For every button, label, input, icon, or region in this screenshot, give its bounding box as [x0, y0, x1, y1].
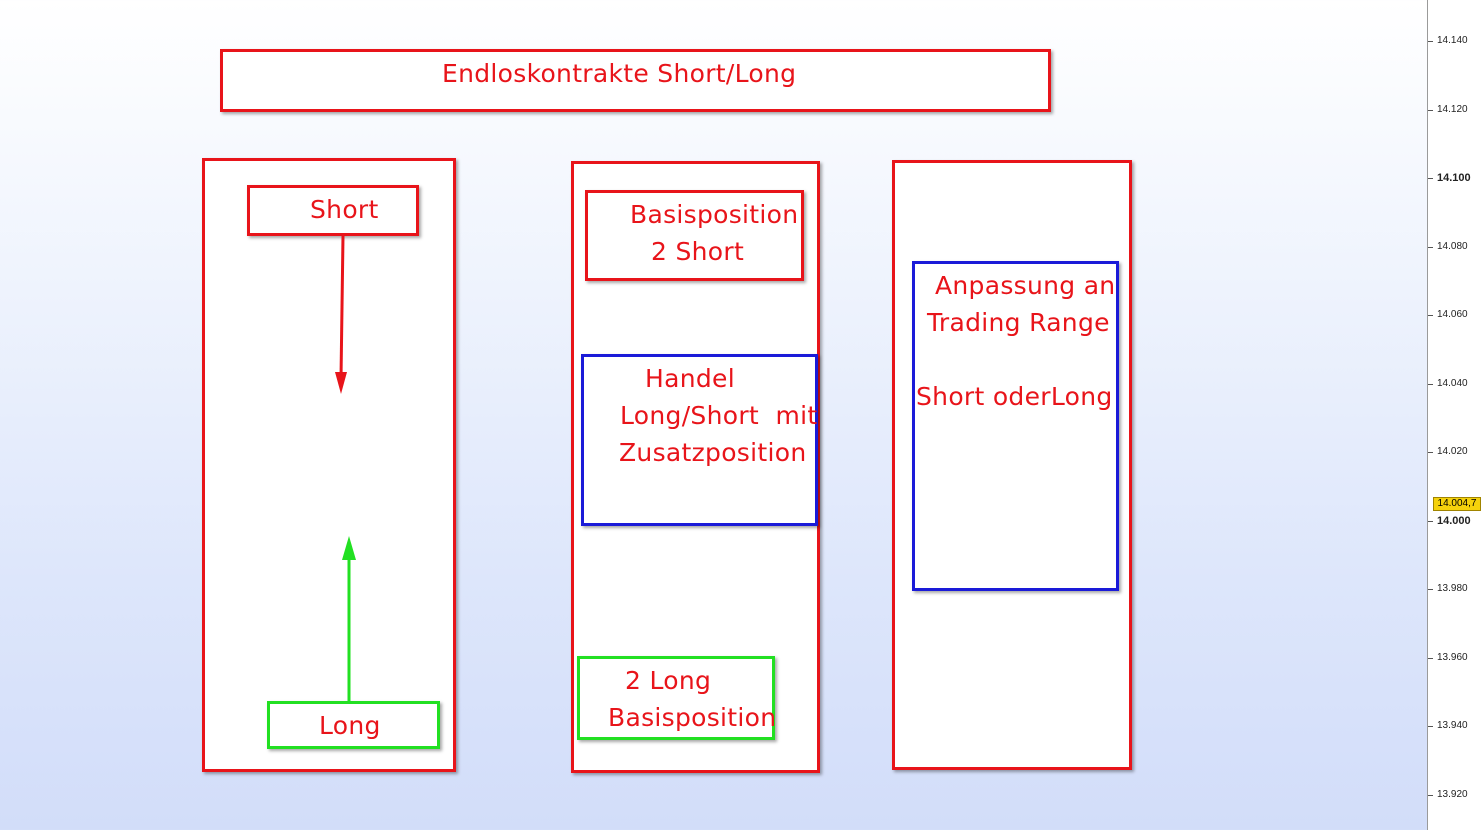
- range-line3: Short oderLong: [916, 382, 1113, 411]
- price-tick-mark: [1428, 384, 1433, 385]
- left-column-box: [202, 158, 456, 772]
- trade-line2: Long/Short mit: [620, 401, 818, 430]
- price-tick-label: 14.080: [1437, 241, 1468, 252]
- base-short-box: [585, 190, 804, 281]
- range-line1: Anpassung an: [935, 271, 1116, 300]
- price-tick-mark: [1428, 795, 1433, 796]
- price-tick-label: 13.960: [1437, 652, 1468, 663]
- trade-line3: Zusatzposition: [619, 438, 807, 467]
- price-tick-mark: [1428, 589, 1433, 590]
- price-tick-mark: [1428, 452, 1433, 453]
- price-tick-label: 13.980: [1437, 583, 1468, 594]
- price-tick-mark: [1428, 41, 1433, 42]
- price-tick-mark: [1428, 658, 1433, 659]
- range-box: [912, 261, 1119, 591]
- price-tick-mark: [1428, 726, 1433, 727]
- trade-box: [581, 354, 818, 526]
- price-tick-label: 14.060: [1437, 309, 1468, 320]
- current-price-badge: 14.004,7: [1433, 497, 1481, 511]
- base-long-line2: Basisposition: [608, 703, 777, 732]
- base-long-line1: 2 Long: [625, 666, 712, 695]
- title-box: [220, 49, 1051, 112]
- price-tick-label: 14.120: [1437, 104, 1468, 115]
- short-box: [247, 185, 419, 236]
- price-tick-label: 13.920: [1437, 789, 1468, 800]
- long-box: [267, 701, 440, 749]
- price-tick-mark: [1428, 178, 1433, 179]
- trade-line1: Handel: [645, 364, 735, 393]
- price-tick-mark: [1428, 110, 1433, 111]
- price-tick-label: 14.020: [1437, 446, 1468, 457]
- price-tick-mark: [1428, 315, 1433, 316]
- long-label: Long: [319, 711, 381, 740]
- diagram-title: Endloskontrakte Short/Long: [442, 59, 797, 88]
- base-short-line2: 2 Short: [651, 237, 745, 266]
- price-tick-label: 14.140: [1437, 35, 1468, 46]
- price-tick-mark: [1428, 521, 1433, 522]
- short-label: Short: [310, 195, 379, 224]
- price-tick-label: 13.940: [1437, 720, 1468, 731]
- price-tick-mark: [1428, 247, 1433, 248]
- price-tick-label: 14.040: [1437, 378, 1468, 389]
- price-tick-label: 14.000: [1437, 515, 1471, 527]
- base-long-box: [577, 656, 775, 740]
- price-axis: 14.140 14.120 14.100 14.080 14.060 14.040 14.0…: [1427, 0, 1482, 830]
- range-line2: Trading Range: [927, 308, 1110, 337]
- price-tick-label: 14.100: [1437, 172, 1471, 184]
- base-short-line1: Basisposition: [630, 200, 799, 229]
